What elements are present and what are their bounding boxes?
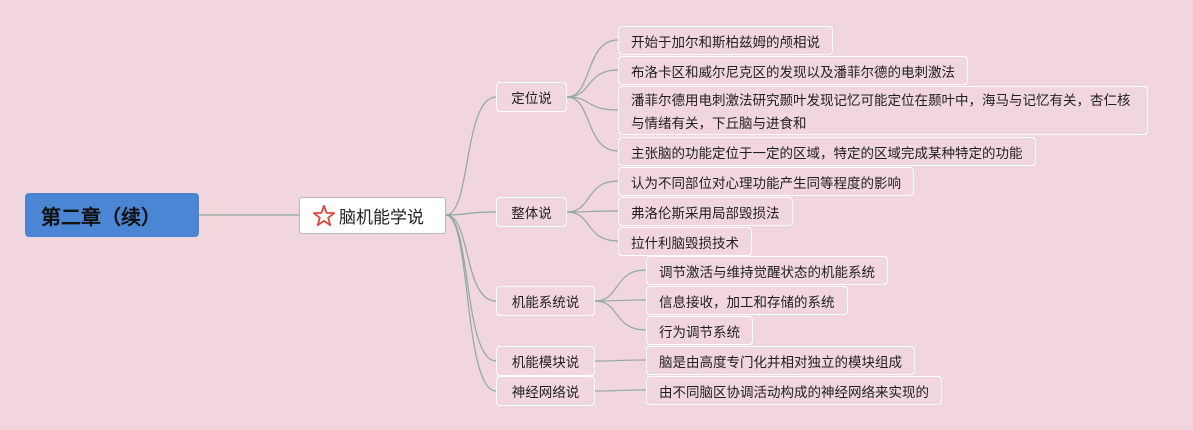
root-topic-label: 第二章（续） bbox=[41, 204, 161, 229]
main-topic-label: 脑机能学说 bbox=[339, 208, 424, 228]
leaf-connector bbox=[594, 359, 647, 362]
leaf-label: 信息接收，加工和存储的系统 bbox=[659, 294, 835, 311]
leaf-label: 主张脑的功能定位于一定的区域，特定的区域完成某种特定的功能 bbox=[631, 145, 1023, 162]
branch-label: 神经网络说 bbox=[511, 385, 580, 401]
leaf-connector bbox=[594, 299, 647, 302]
leaf-node[interactable]: 调节激活与维持觉醒状态的机能系统 bbox=[646, 256, 888, 285]
branch-label: 机能模块说 bbox=[511, 355, 580, 371]
branch-connector bbox=[445, 211, 497, 216]
leaf-node[interactable]: 脑是由高度专门化并相对独立的模块组成 bbox=[646, 346, 915, 375]
leaf-node[interactable]: 认为不同部位对心理功能产生同等程度的影响 bbox=[618, 167, 914, 196]
leaf-label: 脑是由高度专门化并相对独立的模块组成 bbox=[659, 354, 902, 371]
branch-label: 机能系统说 bbox=[511, 295, 580, 311]
leaf-node[interactable]: 布洛卡区和威尔尼克区的发现以及潘菲尔德的电刺激法 bbox=[618, 56, 968, 85]
leaf-node[interactable]: 弗洛伦斯采用局部毁损法 bbox=[618, 197, 793, 226]
leaf-node[interactable]: 行为调节系统 bbox=[646, 316, 753, 345]
leaf-node[interactable]: 拉什利脑毁损技术 bbox=[618, 227, 752, 256]
leaf-label: 拉什利脑毁损技术 bbox=[631, 235, 739, 252]
leaf-label: 布洛卡区和威尔尼克区的发现以及潘菲尔德的电刺激法 bbox=[631, 64, 955, 81]
leaf-node[interactable]: 潘菲尔德用电刺激法研究颞叶发现记忆可能定位在颞叶中，海马与记忆有关，杏仁核与情绪… bbox=[618, 86, 1148, 135]
leaf-connector bbox=[566, 96, 619, 111]
branch-connector bbox=[445, 214, 497, 302]
leaf-node[interactable]: 信息接收，加工和存储的系统 bbox=[646, 286, 848, 315]
leaf-connector bbox=[594, 300, 647, 331]
leaf-connector bbox=[566, 96, 619, 152]
leaf-connector bbox=[594, 389, 647, 392]
leaf-connector bbox=[566, 39, 619, 98]
leaf-label: 弗洛伦斯采用局部毁损法 bbox=[631, 205, 780, 222]
main-topic[interactable]: 脑机能学说 bbox=[299, 197, 446, 234]
branch-functional-module[interactable]: 机能模块说 bbox=[496, 346, 595, 376]
leaf-connector bbox=[566, 69, 619, 98]
leaf-connector bbox=[566, 180, 619, 213]
leaf-connector bbox=[566, 211, 619, 242]
branch-connector bbox=[445, 96, 497, 216]
branch-neural-network[interactable]: 神经网络说 bbox=[496, 376, 595, 406]
leaf-connector bbox=[594, 269, 647, 302]
leaf-node[interactable]: 由不同脑区协调活动构成的神经网络来实现的 bbox=[646, 376, 942, 405]
branch-connector bbox=[445, 214, 497, 362]
branch-label: 整体说 bbox=[511, 206, 552, 222]
branch-connector bbox=[445, 214, 497, 392]
leaf-label: 开始于加尔和斯柏兹姆的颅相说 bbox=[631, 34, 820, 51]
branch-localization[interactable]: 定位说 bbox=[496, 82, 567, 112]
leaf-node[interactable]: 开始于加尔和斯柏兹姆的颅相说 bbox=[618, 26, 833, 55]
branch-functional-system[interactable]: 机能系统说 bbox=[496, 286, 595, 316]
leaf-label: 认为不同部位对心理功能产生同等程度的影响 bbox=[631, 175, 901, 192]
star-icon bbox=[312, 204, 336, 226]
leaf-label: 潘菲尔德用电刺激法研究颞叶发现记忆可能定位在颞叶中，海马与记忆有关，杏仁核与情绪… bbox=[631, 93, 1131, 132]
branch-holism[interactable]: 整体说 bbox=[496, 197, 567, 227]
leaf-connector bbox=[566, 210, 619, 213]
leaf-label: 调节激活与维持觉醒状态的机能系统 bbox=[659, 264, 875, 281]
root-topic[interactable]: 第二章（续） bbox=[25, 193, 199, 237]
leaf-label: 由不同脑区协调活动构成的神经网络来实现的 bbox=[659, 384, 929, 401]
leaf-node[interactable]: 主张脑的功能定位于一定的区域，特定的区域完成某种特定的功能 bbox=[618, 137, 1036, 166]
leaf-label: 行为调节系统 bbox=[659, 324, 740, 341]
branch-label: 定位说 bbox=[511, 91, 552, 107]
